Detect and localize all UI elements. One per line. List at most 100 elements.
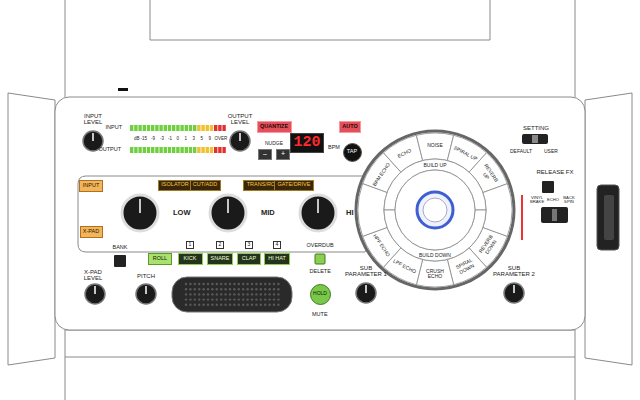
button: 3 <box>245 241 253 249</box>
x-pad-strip <box>189 283 191 285</box>
button: HOLD <box>310 284 331 305</box>
level-meter <box>180 147 183 153</box>
level-meter <box>172 147 175 153</box>
x-pad-strip <box>189 304 191 306</box>
x-pad-strip <box>185 288 187 290</box>
release-line <box>521 195 523 240</box>
button: AUTO <box>339 121 361 133</box>
button: KICK <box>178 253 203 265</box>
x-pad-strip <box>277 293 279 295</box>
x-pad-strip <box>233 288 235 290</box>
button: 1 <box>186 241 194 249</box>
x-pad-strip <box>198 288 200 290</box>
button: 2 <box>216 241 224 249</box>
level-meter <box>155 125 158 131</box>
effect-segment: NOISE <box>422 144 449 149</box>
x-pad-strip <box>273 293 275 295</box>
panel-label: OUTPUT LEVEL <box>226 113 254 126</box>
button-text: HPF ECHO <box>373 234 392 258</box>
switch <box>552 209 557 221</box>
x-pad-strip <box>224 283 226 285</box>
x-pad-strip <box>207 293 209 295</box>
level-meter <box>189 125 192 131</box>
effect-ring <box>356 131 514 289</box>
panel-label: DELETE <box>310 269 331 275</box>
x-pad-strip <box>194 293 196 295</box>
x-pad-strip <box>211 283 213 285</box>
x-pad-strip <box>185 283 187 285</box>
panel-label: dB <box>134 137 140 142</box>
x-pad-strip <box>216 293 218 295</box>
housing <box>604 195 614 240</box>
level-meter <box>218 125 221 131</box>
level-meter <box>176 125 179 131</box>
x-pad-strip <box>229 298 231 300</box>
level-meter <box>168 147 171 153</box>
button: SNARE <box>207 253 233 265</box>
panel-label: MID <box>261 209 275 217</box>
x-pad-strip <box>264 288 266 290</box>
arrow-panel <box>78 176 385 252</box>
housing <box>65 330 575 400</box>
x-pad-strip <box>202 288 204 290</box>
x-pad-strip <box>277 298 279 300</box>
x-pad-strip <box>238 298 240 300</box>
x-pad-strip <box>268 283 270 285</box>
x-pad-strip <box>202 293 204 295</box>
panel-label: -3 <box>160 137 164 142</box>
level-meter <box>143 147 146 153</box>
effect-segment: SPIRAL DOWN <box>451 255 480 277</box>
effect-segment: CRUSH ECHO <box>422 269 449 280</box>
effect-ring <box>423 198 447 222</box>
x-pad-strip <box>273 298 275 300</box>
knob-pointer <box>93 133 514 294</box>
x-pad-strip <box>277 288 279 290</box>
x-pad-strip <box>224 304 226 306</box>
level-meter <box>197 125 200 131</box>
arrow-panel <box>78 176 385 252</box>
button: GATE/DRIVE <box>274 180 314 191</box>
knob-pointer <box>93 133 514 294</box>
panel-label: BUILD DOWN <box>419 253 451 258</box>
x-pad-strip <box>185 298 187 300</box>
x-pad-strip <box>264 283 266 285</box>
x-pad-strip <box>220 298 222 300</box>
x-pad-strip <box>260 288 262 290</box>
button: CUT/ADD <box>190 180 221 191</box>
panel-label: -1 <box>168 137 172 142</box>
panel-label: 0 <box>177 137 180 142</box>
panel-label: VINYL BRAKE <box>530 196 544 205</box>
effect-segment: LPF ECHO <box>392 258 418 275</box>
level-meter <box>130 147 133 153</box>
x-pad-strip <box>224 288 226 290</box>
x-pad-strip <box>224 298 226 300</box>
button-text: AUTO <box>342 124 357 130</box>
x-pad-strip <box>251 288 253 290</box>
level-meter <box>151 147 154 153</box>
x-pad-strip <box>255 304 257 306</box>
panel-label: HI <box>346 209 354 217</box>
x-pad-strip <box>211 304 213 306</box>
level-meter <box>130 125 133 131</box>
effect-ring <box>395 170 475 250</box>
button-text: INPUT <box>83 183 100 189</box>
effect-segment: SPIRAL UP <box>452 145 478 162</box>
level-meter <box>159 125 162 131</box>
level-meter <box>151 125 154 131</box>
panel-label: BUILD UP <box>424 163 447 168</box>
x-pad-strip <box>246 298 248 300</box>
button-text: KICK <box>184 256 197 262</box>
housing <box>118 88 128 91</box>
x-pad-strip <box>260 283 262 285</box>
button-text: REVERB DOWN <box>476 232 500 260</box>
x-pad-strip <box>238 293 240 295</box>
effect-segment: ECHO <box>392 145 418 162</box>
level-meter <box>201 125 204 131</box>
panel-label: OVER <box>215 137 228 142</box>
level-meter <box>222 147 225 153</box>
level-meter <box>206 147 209 153</box>
x-pad-strip <box>207 304 209 306</box>
x-pad-strip <box>220 288 222 290</box>
x-pad-strip <box>198 304 200 306</box>
